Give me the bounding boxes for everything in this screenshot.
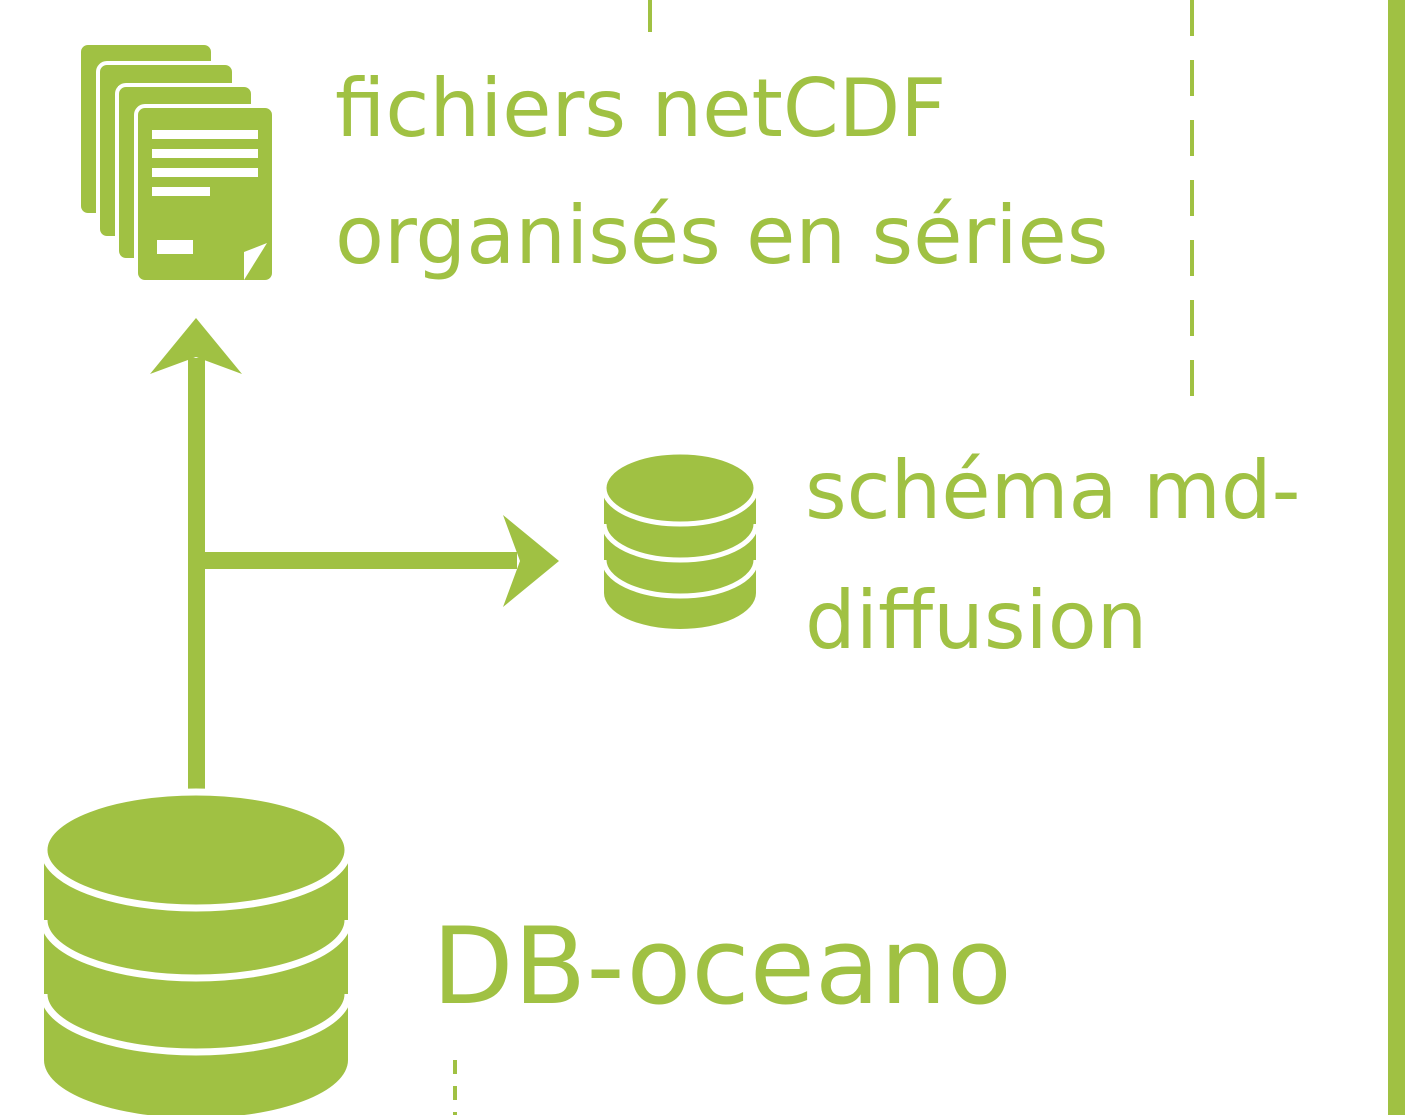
arrow-up-to-files [150,318,242,795]
arrow-right-to-schema [205,515,559,607]
files-label-line2: organisés en séries [335,189,1108,282]
files-label-line1: fichiers netCDF [335,62,946,155]
right-border [1388,0,1405,1115]
schema-label-line1: schéma md- [805,444,1301,537]
schema-label-line2: diffusion [805,574,1147,667]
database-icon [601,449,759,629]
db-label: DB-oceano [432,905,1012,1028]
file-stack-icon [77,41,276,284]
database-icon-large [40,788,352,1115]
